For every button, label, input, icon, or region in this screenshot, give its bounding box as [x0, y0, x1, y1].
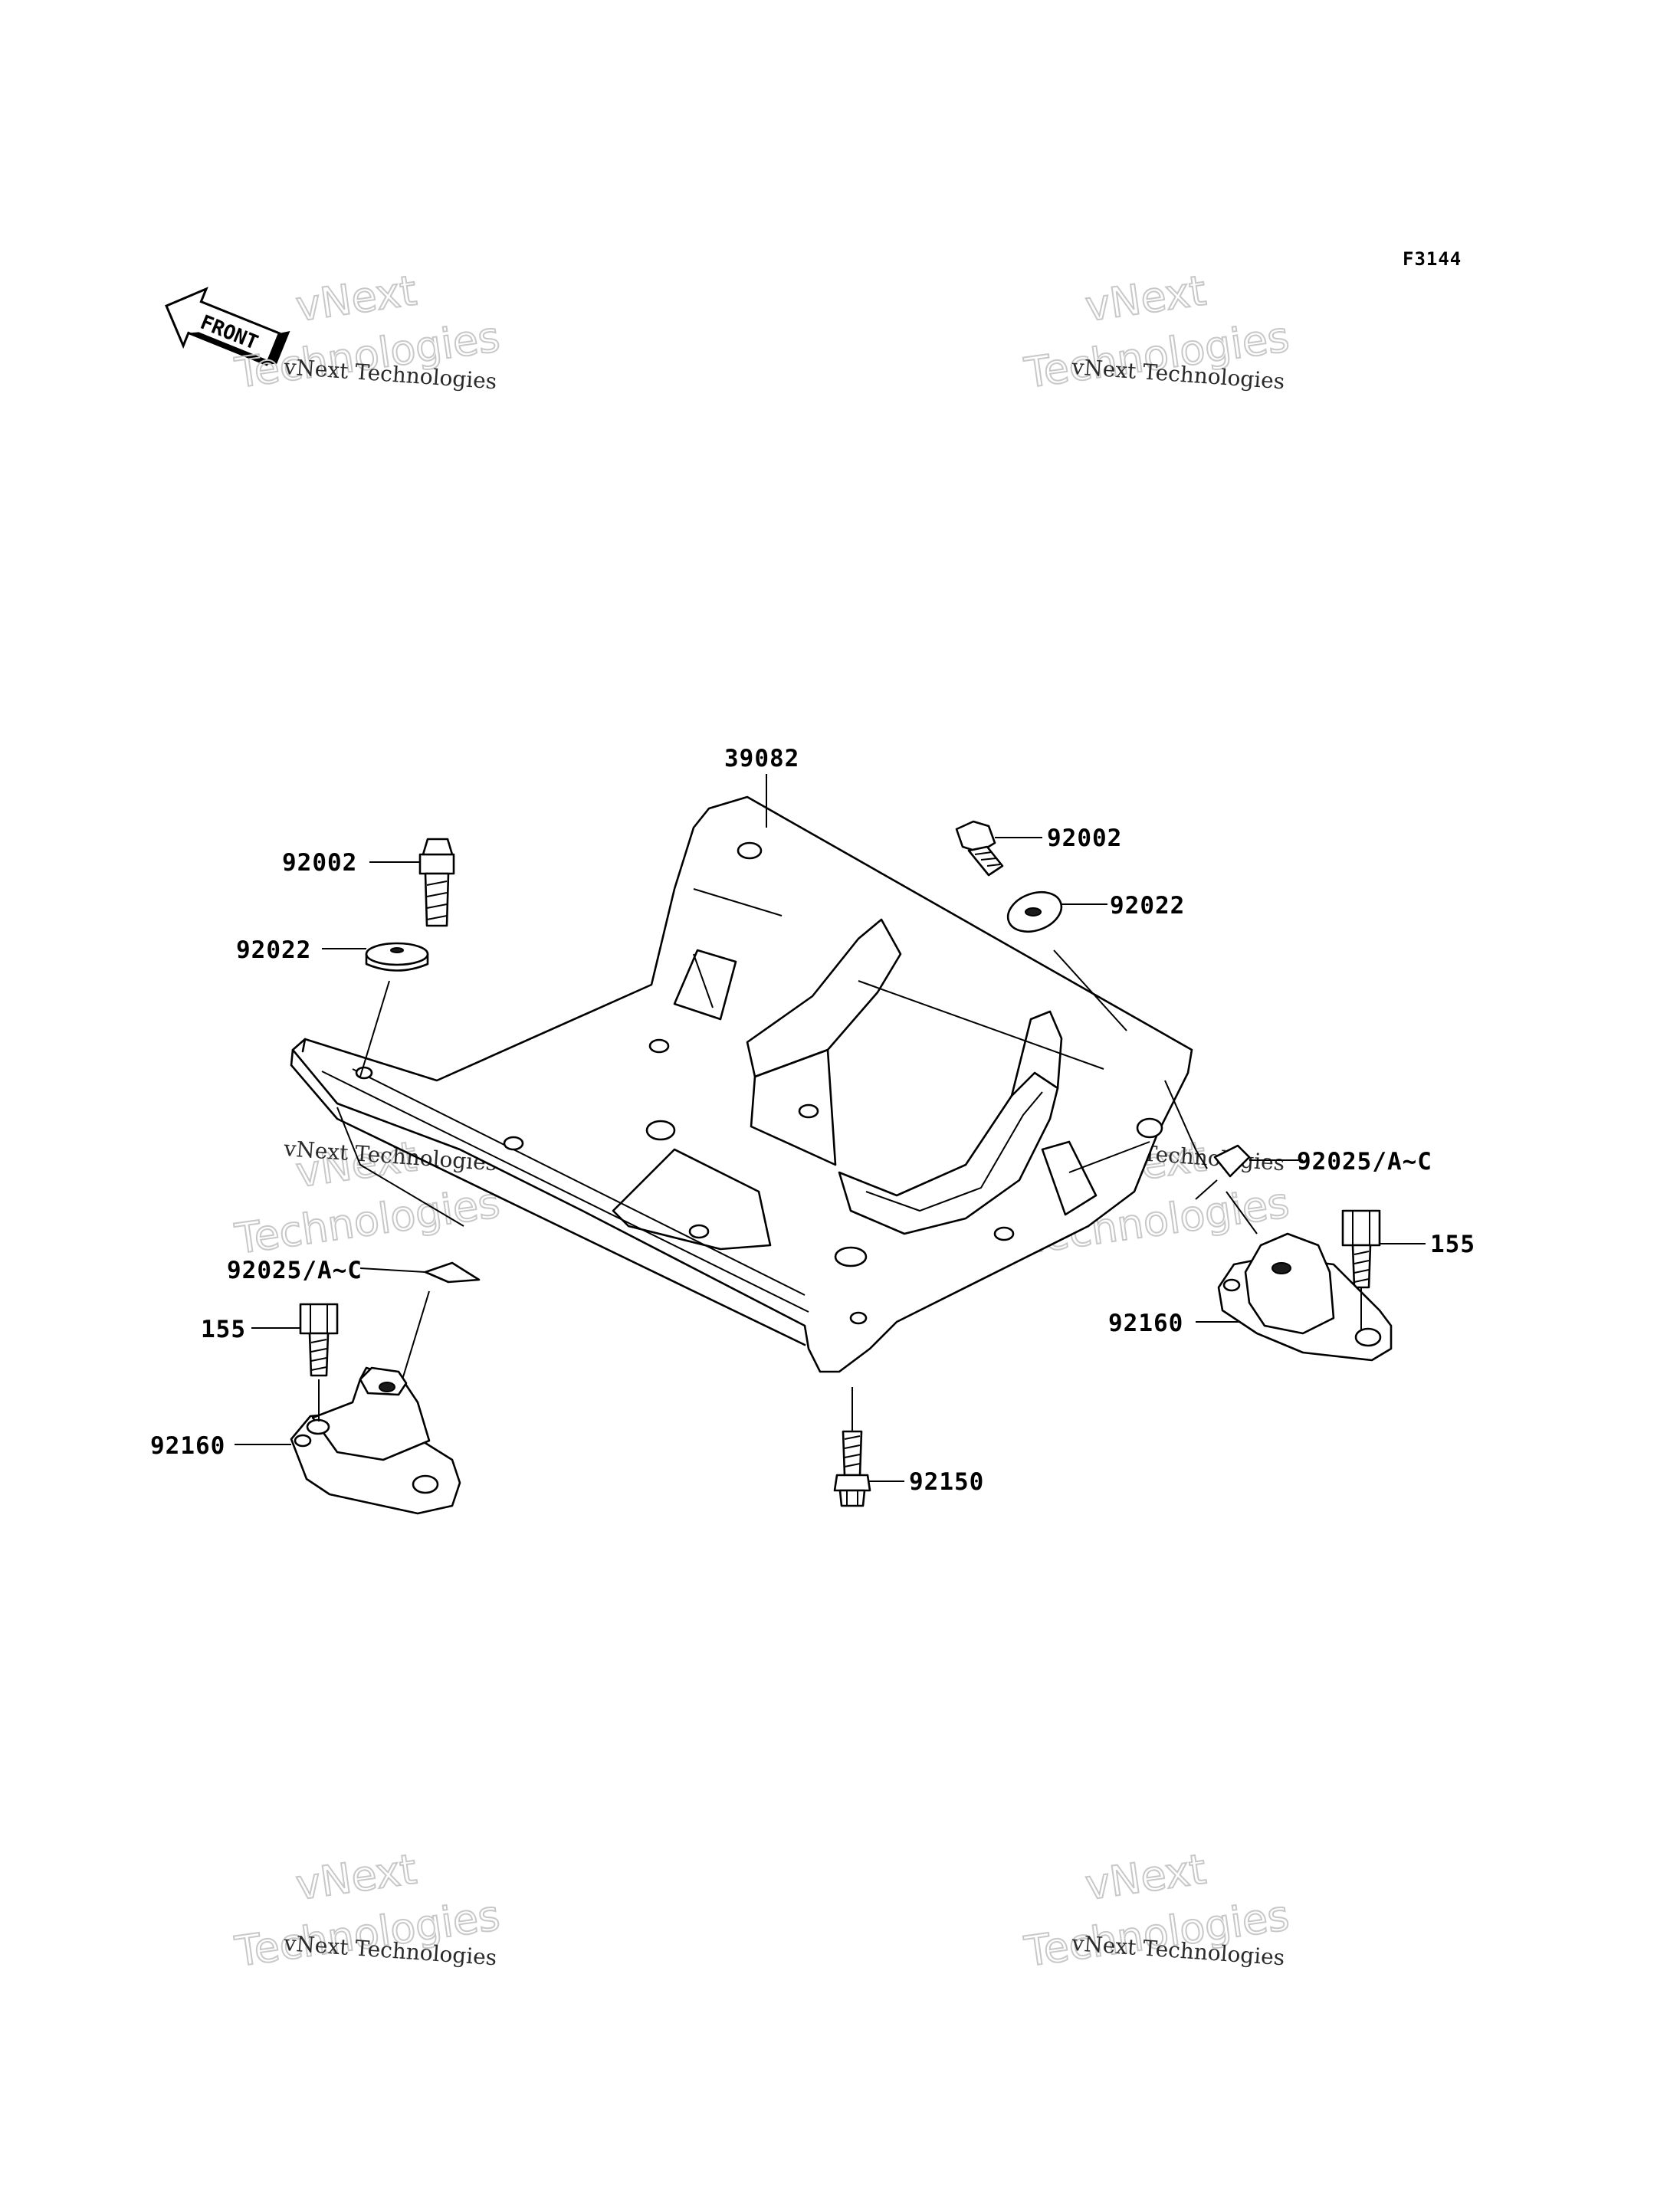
washer-92022-left[interactable]	[365, 942, 429, 972]
part-number-92160-left-right: 92160	[1108, 1310, 1183, 1337]
watermark-brand: vNext	[293, 1844, 419, 1909]
washer-92022-right[interactable]	[1002, 885, 1067, 939]
bolt-92002-right[interactable]	[955, 820, 1004, 877]
skid-plate-39082[interactable]	[290, 774, 1193, 1373]
engine-mount-92160-right[interactable]	[1217, 1232, 1393, 1362]
bolt-92150[interactable]	[833, 1430, 871, 1507]
part-number-92002-left: 92002	[282, 849, 357, 877]
part-number-92025-left: 92025/A~C	[227, 1257, 363, 1284]
part-number-92022-right: 92022	[1110, 892, 1185, 920]
part-number-92150: 92150	[909, 1468, 984, 1496]
watermark-brand: vNext	[1082, 1844, 1209, 1909]
bolt-155-left[interactable]	[299, 1303, 339, 1377]
part-number-92022-left: 92022	[236, 936, 311, 964]
part-number-92025-right: 92025/A~C	[1297, 1148, 1432, 1176]
watermark-brand: vNext	[1082, 266, 1209, 330]
part-number-92160-left: 92160	[150, 1432, 225, 1460]
clip-92025-left[interactable]	[424, 1261, 481, 1284]
diagram-code: F3144	[1403, 248, 1462, 270]
watermark-brand: vNext	[293, 266, 419, 330]
part-number-39082: 39082	[724, 745, 799, 772]
bolt-92002-left[interactable]	[418, 838, 455, 927]
part-number-92002-right: 92002	[1047, 825, 1122, 852]
part-number-155-left: 155	[201, 1316, 246, 1343]
engine-mount-92160-left[interactable]	[290, 1366, 461, 1515]
clip-92025-right[interactable]	[1213, 1144, 1251, 1178]
part-number-155-right: 155	[1430, 1231, 1475, 1258]
watermark-brand-sub: Technologies	[232, 1179, 503, 1264]
bolt-155-right[interactable]	[1341, 1209, 1381, 1289]
